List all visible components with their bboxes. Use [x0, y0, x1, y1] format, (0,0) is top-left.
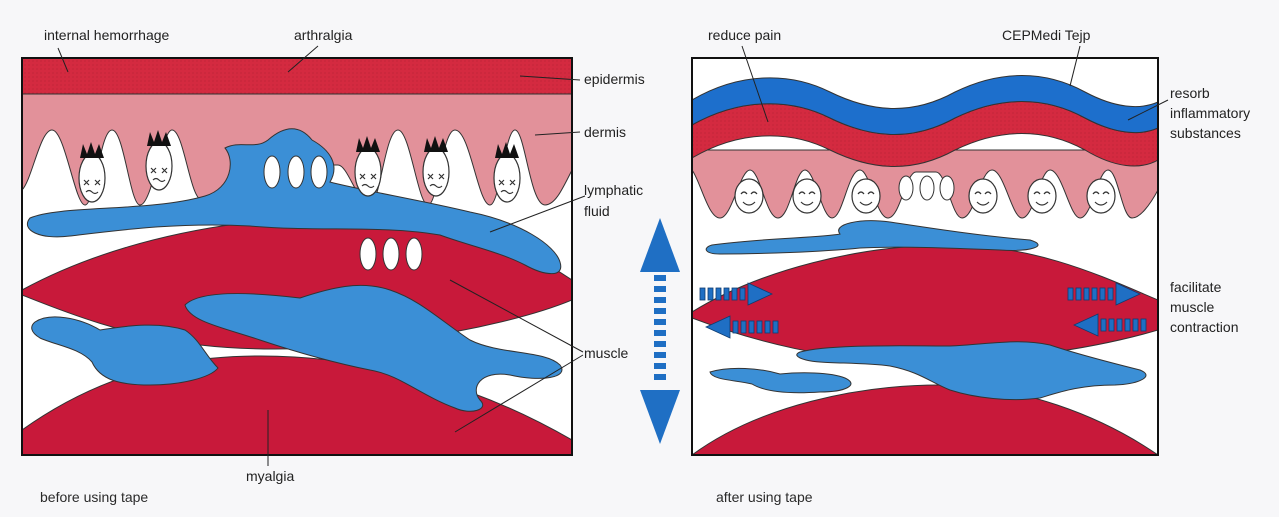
- smiling-face-icon: [1028, 179, 1056, 213]
- sad-face-icon: [355, 136, 381, 196]
- label-resorb: resorb: [1170, 85, 1210, 101]
- label-myalgia: myalgia: [246, 468, 294, 484]
- double-headed-arrow-icon: [640, 218, 680, 444]
- label-inflammatory: inflammatory: [1170, 105, 1250, 121]
- smiling-face-icon: [793, 179, 821, 213]
- lymph-vesicles-lower: [360, 238, 422, 270]
- label-muscle: muscle: [584, 345, 629, 361]
- smiling-face-icon: [1087, 179, 1115, 213]
- smiling-face-icon: [852, 179, 880, 213]
- label-contraction: contraction: [1170, 319, 1238, 335]
- sad-face-icon: [423, 136, 449, 196]
- sad-face-icon: [79, 142, 105, 202]
- lymph-vesicles-upper: [264, 156, 327, 188]
- label-muscle-right: muscle: [1170, 299, 1215, 315]
- lymph-vesicles-after: [899, 176, 954, 200]
- label-dermis: dermis: [584, 124, 626, 140]
- label-facilitate: facilitate: [1170, 279, 1222, 295]
- smiling-face-icon: [735, 179, 763, 213]
- caption-after: after using tape: [716, 489, 813, 505]
- sad-face-icon: [146, 130, 172, 190]
- smiling-face-icon: [969, 179, 997, 213]
- after-panel: [692, 58, 1158, 455]
- label-reduce-pain: reduce pain: [708, 27, 781, 43]
- label-substances: substances: [1170, 125, 1241, 141]
- caption-before: before using tape: [40, 489, 148, 505]
- before-panel: [22, 58, 572, 455]
- label-internal-hemorrhage: internal hemorrhage: [44, 27, 170, 43]
- label-cepmedi-tejp: CEPMedi Tejp: [1002, 27, 1091, 43]
- label-lymphatic: lymphatic: [584, 182, 643, 198]
- sad-face-icon: [494, 142, 520, 202]
- label-fluid: fluid: [584, 203, 610, 219]
- label-epidermis: epidermis: [584, 71, 645, 87]
- label-arthralgia: arthralgia: [294, 27, 353, 43]
